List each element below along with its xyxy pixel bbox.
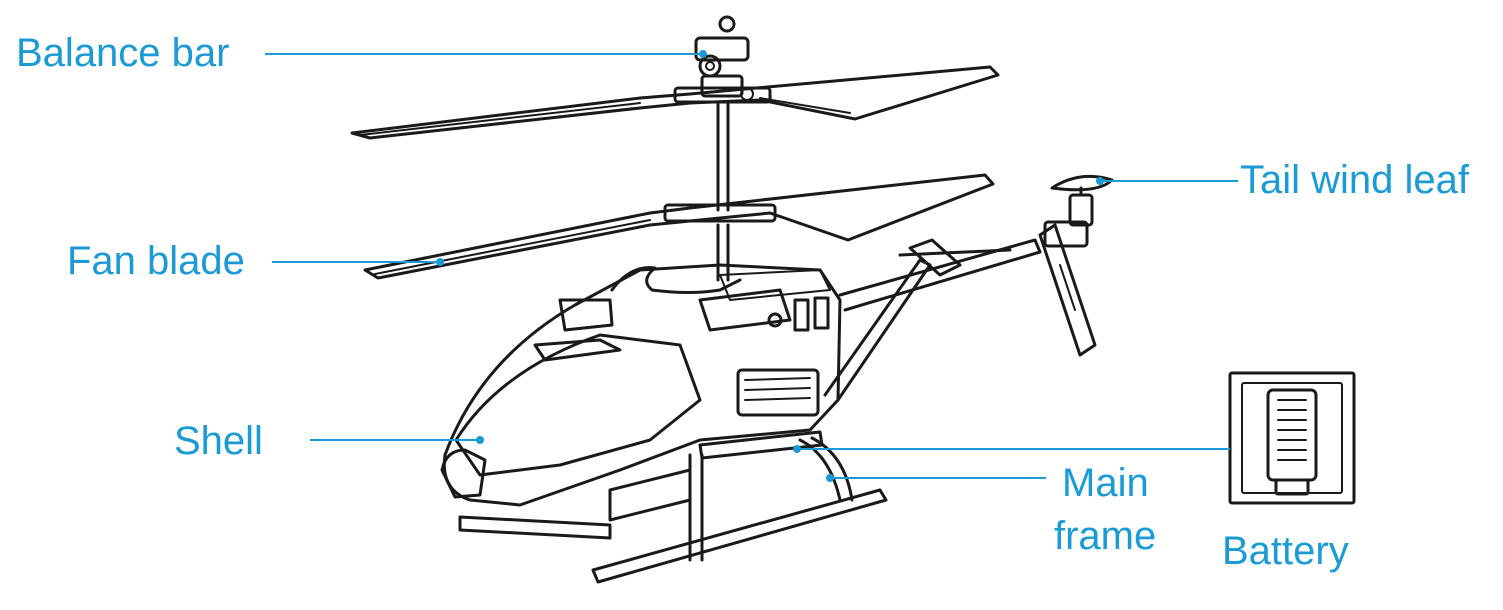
leader-dot-battery <box>793 445 801 453</box>
label-tail-wind-leaf: Tail wind leaf <box>1240 158 1470 202</box>
label-shell: Shell <box>174 419 263 463</box>
leader-dot-shell <box>476 436 484 444</box>
helicopter-shell <box>440 263 842 507</box>
label-main-frame-line2: frame <box>1054 514 1157 558</box>
landing-gear <box>458 430 888 584</box>
label-fan-blade: Fan blade <box>67 239 245 283</box>
main-shaft <box>716 100 730 282</box>
leader-dot-balance-bar <box>699 50 707 58</box>
label-balance-bar: Balance bar <box>16 31 230 75</box>
label-main-frame-line1: Main <box>1062 461 1149 505</box>
leader-dot-tail-wind-leaf <box>1096 177 1104 185</box>
fan-blade <box>363 173 995 280</box>
side-panel <box>736 296 830 417</box>
balance-bar-assembly <box>673 15 772 104</box>
tail-fin <box>1038 220 1097 357</box>
leader-dot-fan-blade <box>436 258 444 266</box>
tail-boom <box>823 238 1042 402</box>
top-rotor-blades <box>350 65 1000 140</box>
tail-wind-leaf <box>1050 174 1114 227</box>
battery-illustration <box>1228 371 1356 505</box>
label-battery: Battery <box>1222 529 1349 573</box>
leader-lines <box>265 50 1238 482</box>
leader-dot-main-frame <box>826 474 834 482</box>
